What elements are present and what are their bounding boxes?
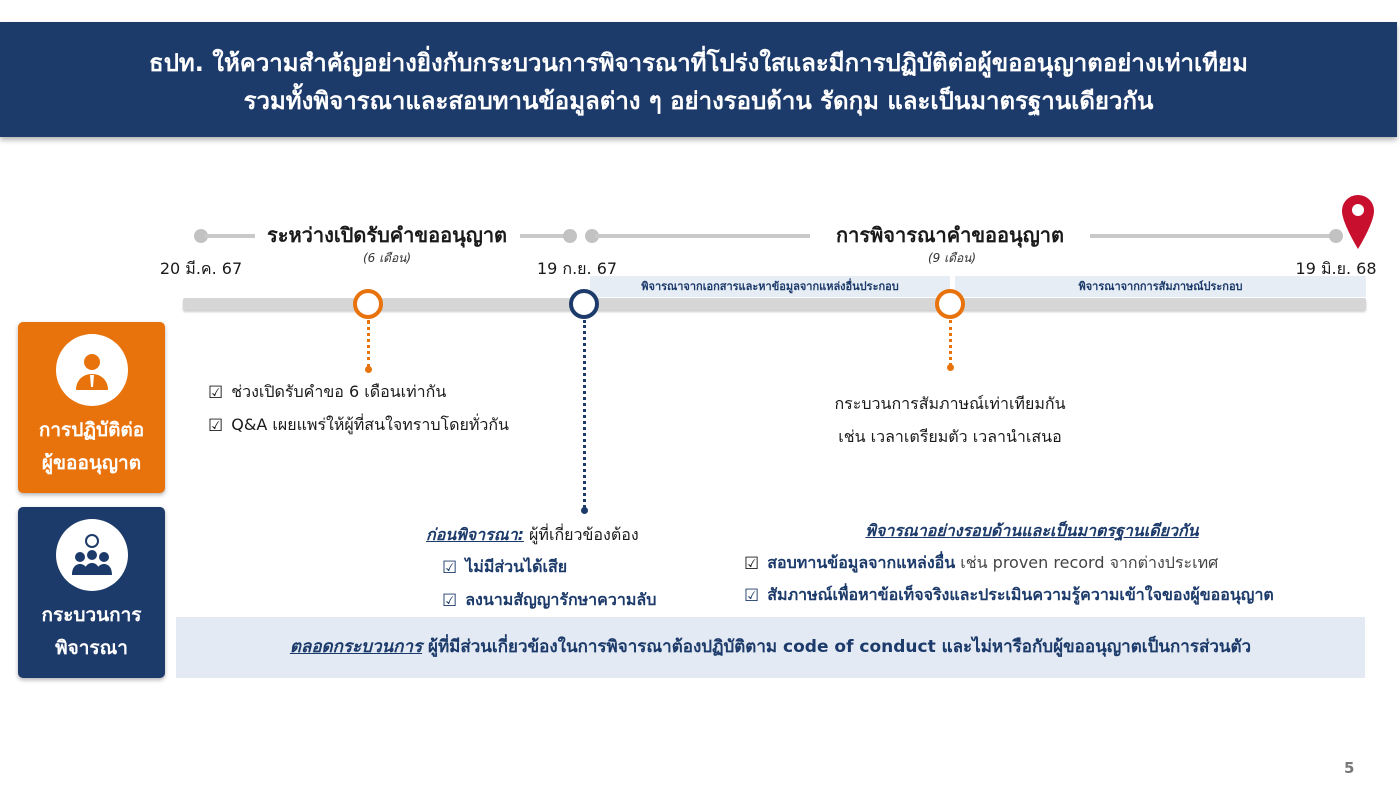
header-line-2: รวมทั้งพิจารณาและสอบทานข้อมูลต่าง ๆ อย่า…: [243, 87, 1154, 115]
row-label-text: ผู้ขออนุญาต: [41, 452, 142, 474]
slide-header: ธปท. ให้ความสำคัญอย่างยิ่งกับกระบวนการพิ…: [0, 22, 1397, 137]
list-item: ☑ ไม่มีส่วนได้เสีย: [442, 555, 567, 580]
interview-note: กระบวนการสัมภาษณ์เท่าเทียมกัน เช่น เวลาเ…: [834, 387, 1065, 453]
list-item: ☑ ช่วงเปิดรับคำขอ 6 เดือนเท่ากัน: [208, 380, 446, 405]
banner-lead: ตลอดกระบวนการ: [289, 637, 423, 657]
row-label-process: กระบวนการ พิจารณา: [18, 507, 165, 678]
row-label-text: การปฏิบัติต่อ: [38, 419, 145, 441]
timeline-line: [205, 234, 255, 238]
timeline-dot: [563, 229, 577, 243]
row-label-applicant: การปฏิบัติต่อ ผู้ขออนุญาต: [18, 322, 165, 493]
check-icon: ☑: [208, 415, 224, 436]
date-end: 19 มิ.ย. 68: [1295, 259, 1377, 278]
timeline-line: [595, 234, 810, 238]
item-text: ลงนามสัญญารักษาความลับ: [465, 590, 657, 609]
page-number: 5: [1344, 759, 1355, 777]
band-document-review: พิจารณาจากเอกสารและหาข้อมูลจากแหล่งอื่นป…: [590, 276, 950, 297]
list-item: ☑ สอบทานข้อมูลจากแหล่งอื่น เช่น proven re…: [744, 551, 1218, 576]
interview-line-1: กระบวนการสัมภาษณ์เท่าเทียมกัน: [834, 394, 1066, 413]
code-of-conduct-banner: ตลอดกระบวนการ ผู้ที่มีส่วนเกี่ยวข้องในกา…: [176, 617, 1365, 678]
date-start: 20 มี.ค. 67: [159, 259, 243, 278]
connector: [949, 320, 952, 366]
check-icon: ☑: [744, 553, 760, 574]
timeline-line: [1090, 234, 1335, 238]
interview-line-2: เช่น เวลาเตรียมตัว เวลานำเสนอ: [838, 427, 1062, 446]
timeline-dot: [1329, 229, 1343, 243]
thorough-heading: พิจารณาอย่างรอบด้านและเป็นมาตรฐานเดียวกั…: [865, 521, 1199, 540]
item-rest: เช่น proven record จากต่างประเทศ: [955, 553, 1219, 572]
list-item: ☑ Q&A เผยแพร่ให้ผู้ที่สนใจทราบโดยทั่วกัน: [208, 413, 509, 438]
check-icon: ☑: [208, 382, 224, 403]
connector: [367, 320, 370, 368]
row-label-text: พิจารณา: [55, 637, 128, 659]
band-interview-review: พิจารณาจากการสัมภาษณ์ประกอบ: [955, 276, 1366, 297]
phase-review-title: การพิจารณาคำขออนุญาต: [836, 223, 1064, 247]
milestone-open: [353, 289, 383, 319]
connector: [583, 320, 586, 508]
item-text: Q&A เผยแพร่ให้ผู้ที่สนใจทราบโดยทั่วกัน: [231, 415, 509, 434]
timeline-dot: [585, 229, 599, 243]
list-item: ☑ สัมภาษณ์เพื่อหาข้อเท็จจริงและประเมินควา…: [744, 583, 1274, 608]
item-text: สัมภาษณ์เพื่อหาข้อเท็จจริงและประเมินความ…: [767, 585, 1274, 604]
team-idea-icon: [55, 519, 128, 591]
heading-rest: ผู้ที่เกี่ยวข้องต้อง: [523, 525, 639, 544]
connector-dot: [581, 507, 588, 514]
milestone-interview: [935, 289, 965, 319]
check-icon: ☑: [442, 590, 458, 611]
check-icon: ☑: [744, 585, 760, 606]
phase-open-title: ระหว่างเปิดรับคำขออนุญาต: [266, 223, 508, 247]
timeline-line: [520, 234, 570, 238]
check-icon: ☑: [442, 557, 458, 578]
timeline-bar: [183, 298, 1366, 310]
connector-dot: [947, 364, 954, 371]
person-icon: [55, 334, 128, 406]
location-pin-icon: [1342, 195, 1374, 249]
phase-review-duration: (9 เดือน): [927, 251, 977, 265]
item-text: ไม่มีส่วนได้เสีย: [465, 557, 568, 576]
heading-lead: ก่อนพิจารณา:: [426, 525, 524, 544]
header-line-1: ธปท. ให้ความสำคัญอย่างยิ่งกับกระบวนการพิ…: [149, 49, 1248, 77]
row-label-text: กระบวนการ: [41, 604, 142, 626]
date-close: 19 ก.ย. 67: [536, 259, 618, 278]
milestone-review-start: [569, 289, 599, 319]
connector-dot: [365, 366, 372, 373]
timeline-dot: [194, 229, 208, 243]
before-review-heading: ก่อนพิจารณา: ผู้ที่เกี่ยวข้องต้อง: [426, 523, 639, 548]
banner-text: ผู้ที่มีส่วนเกี่ยวข้องในการพิจารณาต้องปฏ…: [422, 637, 1252, 657]
item-bold: สอบทานข้อมูลจากแหล่งอื่น: [767, 553, 956, 572]
list-item: ☑ ลงนามสัญญารักษาความลับ: [442, 588, 656, 613]
item-text: ช่วงเปิดรับคำขอ 6 เดือนเท่ากัน: [231, 382, 447, 401]
phase-open-duration: (6 เดือน): [362, 251, 412, 265]
